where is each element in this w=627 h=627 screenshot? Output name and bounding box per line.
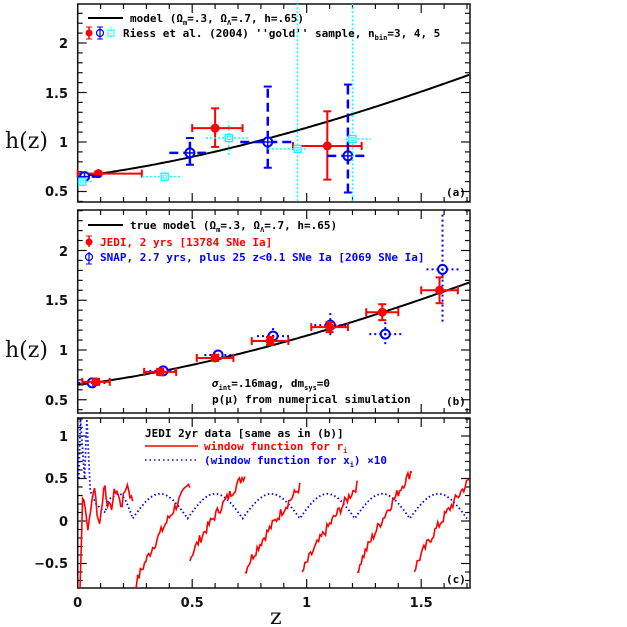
panel-b-ticks (77, 210, 470, 413)
panel-a: h(z) 2 1.5 1 0.5 model (Ωm=.3, ΩΛ=.7, h=… (5, 3, 471, 203)
legend-snap-label: SNAP, 2.7 yrs, plus 25 z<0.1 SNe Ia [206… (100, 251, 425, 264)
legend-riess-markers (85, 26, 115, 40)
xtick-0: 0 (73, 596, 82, 611)
xtick-1: 1 (302, 596, 311, 611)
xtick-0.5: 0.5 (181, 596, 204, 611)
panel-a-data (76, 4, 470, 202)
panel-b-ytick-1.5: 1.5 (45, 294, 68, 309)
panel-a-ytick-0.5: 0.5 (45, 185, 68, 200)
panel-b-ylabel: h(z) (5, 338, 48, 363)
panel-c-legend: JEDI 2yr data [same as in (b)] window fu… (145, 427, 387, 469)
xlabel-z: z (270, 605, 282, 627)
panel-b-note-sigma: σint=.16mag, dmsys=0 (211, 377, 330, 392)
legend-xi-label: (window function for xi) ×10 (204, 454, 387, 469)
panel-b-tag: (b) (446, 395, 466, 408)
panel-c-ytick-1: 1 (59, 430, 68, 445)
legend-jedi-2yr: JEDI 2yr data [same as in (b)] (145, 427, 344, 440)
panel-c-frame (76, 417, 471, 589)
panel-a-ylabel: h(z) (5, 129, 48, 154)
panel-b-legend: true model (Ωm=.3, ΩΛ=.7, h=.65) JEDI, 2… (84, 219, 425, 265)
panel-c-ytick-0: 0 (59, 515, 68, 530)
panel-c-ticks (77, 418, 470, 588)
panel-c-ytick-m0.5: −0.5 (34, 557, 68, 572)
legend-jedi-marker (85, 238, 93, 246)
legend-snap-marker (84, 252, 94, 262)
panel-a-ytick-1: 1 (59, 136, 68, 151)
panel-b-note-pmu: p(μ) from numerical simulation (212, 393, 411, 406)
panel-c-ytick-0.5: 0.5 (45, 472, 68, 487)
panel-a-tag: (a) (446, 186, 466, 199)
legend-jedi-label: JEDI, 2 yrs [13784 SNe Ia] (100, 236, 272, 249)
panel-b: h(z) 2 1.5 1 0.5 true model (Ωm=.3, ΩΛ=.… (5, 209, 471, 414)
panel-c-tag: (c) (446, 573, 466, 586)
panel-a-ticks (77, 4, 470, 202)
panel-b-frame (76, 209, 471, 414)
panel-c: 1 0.5 0 −0.5 0 0.5 1 1.5 z JEDI 2yr data… (34, 417, 471, 627)
panel-a-ytick-1.5: 1.5 (45, 87, 68, 102)
panel-a-legend: model (Ωm=.3, ΩΛ=.7, h=.65) Riess et al.… (85, 12, 440, 42)
panel-b-ytick-2: 2 (59, 245, 68, 260)
panel-b-ytick-0.5: 0.5 (45, 394, 68, 409)
legend-ri-label: window function for ri (204, 440, 347, 455)
legend-model-label: model (Ωm=.3, ΩΛ=.7, h=.65) (130, 12, 304, 27)
panel-a-ytick-2: 2 (59, 37, 68, 52)
panel-b-ytick-1: 1 (59, 344, 68, 359)
panel-b-data (77, 214, 470, 389)
legend-true-model-label: true model (Ωm=.3, ΩΛ=.7, h=.65) (130, 219, 337, 234)
legend-riess-label: Riess et al. (2004) ''gold'' sample, nbi… (123, 27, 440, 42)
panel-c-data (77, 418, 470, 589)
xtick-1.5: 1.5 (410, 596, 433, 611)
